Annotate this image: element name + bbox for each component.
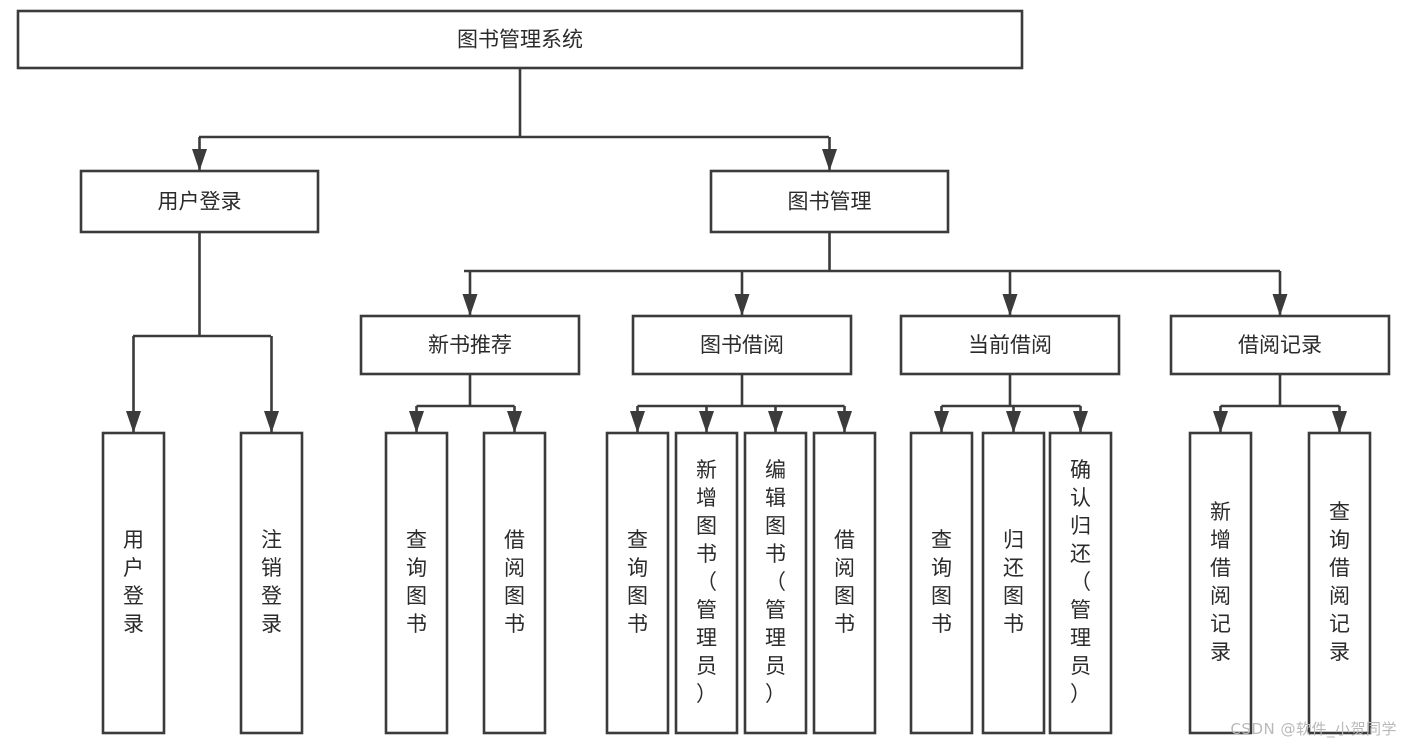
node-leaf-查询借阅记录[interactable]: 查询借阅记录	[1307, 431, 1372, 735]
node-leaf-用户登录[interactable]: 用户登录	[101, 431, 166, 735]
arrow-to-leaf-查询图书-icon	[630, 411, 645, 433]
node-leaf-借阅图书[interactable]: 借阅图书	[812, 431, 877, 735]
arrow-to-leaf-注销登录-icon	[264, 411, 279, 433]
node-leaf-借阅图书[interactable]: 借阅图书	[482, 431, 547, 735]
node-leaf-查询图书[interactable]: 查询图书	[384, 431, 449, 735]
node-label: 查询图书	[406, 528, 427, 636]
arrow-to-leaf-查询借阅记录-icon	[1332, 411, 1347, 433]
node-label: 图书管理系统	[457, 28, 583, 52]
node-rect[interactable]	[239, 431, 304, 735]
node-label: 查询借阅记录	[1329, 500, 1350, 664]
node-leaf-编辑图书管理员[interactable]: 编辑图书（管理员）	[743, 431, 808, 735]
node-label: 用户登录	[123, 528, 144, 636]
node-l3-新书推荐[interactable]: 新书推荐	[359, 314, 581, 376]
connector-links	[126, 68, 1347, 433]
node-leaf-新增图书管理员[interactable]: 新增图书（管理员）	[674, 431, 739, 735]
node-rect[interactable]	[359, 314, 581, 376]
node-rect[interactable]	[1188, 431, 1253, 735]
node-label: 新书推荐	[428, 333, 512, 357]
node-l3-当前借阅[interactable]: 当前借阅	[899, 314, 1121, 376]
arrow-to-leaf-用户登录-icon	[126, 411, 141, 433]
node-rect[interactable]	[812, 431, 877, 735]
arrow-to-leaf-借阅图书-icon	[507, 411, 522, 433]
node-label: 新增图书（管理员）	[696, 458, 717, 706]
node-leaf-查询图书[interactable]: 查询图书	[909, 431, 974, 735]
node-rect[interactable]	[909, 431, 974, 735]
node-rect[interactable]	[743, 431, 808, 735]
node-label: 确认归还（管理员）	[1070, 458, 1091, 706]
node-label: 用户登录	[158, 190, 242, 214]
arrow-to-用户登录-icon	[192, 149, 207, 171]
arrow-to-leaf-归还图书-icon	[1006, 411, 1021, 433]
arrow-to-当前借阅-icon	[1002, 294, 1018, 316]
node-boxes: 图书管理系统用户登录图书管理新书推荐图书借阅当前借阅借阅记录用户登录注销登录查询…	[16, 9, 1391, 735]
node-rect[interactable]	[709, 169, 950, 234]
node-label: 当前借阅	[968, 333, 1052, 357]
node-label: 借阅图书	[834, 528, 855, 636]
node-leaf-查询图书[interactable]: 查询图书	[605, 431, 670, 735]
node-root-图书管理系统[interactable]: 图书管理系统	[16, 9, 1024, 70]
node-rect[interactable]	[16, 9, 1024, 70]
node-rect[interactable]	[79, 169, 320, 234]
node-leaf-注销登录[interactable]: 注销登录	[239, 431, 304, 735]
node-label: 借阅记录	[1238, 333, 1322, 357]
arrow-to-新书推荐-icon	[462, 294, 478, 316]
node-rect[interactable]	[605, 431, 670, 735]
node-rect[interactable]	[101, 431, 166, 735]
node-l3-借阅记录[interactable]: 借阅记录	[1169, 314, 1391, 376]
node-rect[interactable]	[981, 431, 1046, 735]
node-l3-图书借阅[interactable]: 图书借阅	[631, 314, 853, 376]
node-rect[interactable]	[674, 431, 739, 735]
node-label: 归还图书	[1003, 528, 1024, 636]
node-label: 新增借阅记录	[1210, 500, 1231, 664]
arrow-to-leaf-编辑图书管理员-icon	[768, 411, 783, 433]
arrow-to-leaf-查询图书-icon	[409, 411, 424, 433]
node-label: 图书管理	[788, 190, 872, 214]
arrow-to-leaf-查询图书-icon	[934, 411, 949, 433]
node-rect[interactable]	[1307, 431, 1372, 735]
node-l2-图书管理[interactable]: 图书管理	[709, 169, 950, 234]
arrow-to-leaf-新增图书管理员-icon	[699, 411, 714, 433]
arrow-to-leaf-新增借阅记录-icon	[1213, 411, 1228, 433]
node-label: 查询图书	[627, 528, 648, 636]
node-leaf-新增借阅记录[interactable]: 新增借阅记录	[1188, 431, 1253, 735]
node-label: 编辑图书（管理员）	[765, 458, 786, 706]
node-label: 查询图书	[931, 528, 952, 636]
node-rect[interactable]	[482, 431, 547, 735]
csdn-watermark: CSDN @软件_小贺同学	[1230, 720, 1397, 738]
arrow-to-借阅记录-icon	[1272, 294, 1288, 316]
node-rect[interactable]	[899, 314, 1121, 376]
node-label: 注销登录	[261, 528, 282, 636]
arrow-to-图书管理-icon	[822, 149, 837, 171]
node-label: 借阅图书	[504, 528, 525, 636]
arrow-to-图书借阅-icon	[734, 294, 750, 316]
node-l2-用户登录[interactable]: 用户登录	[79, 169, 320, 234]
node-rect[interactable]	[631, 314, 853, 376]
node-rect[interactable]	[1048, 431, 1113, 735]
arrow-to-leaf-借阅图书-icon	[837, 411, 852, 433]
node-rect[interactable]	[384, 431, 449, 735]
arrow-to-leaf-确认归还管理员-icon	[1073, 411, 1088, 433]
node-rect[interactable]	[1169, 314, 1391, 376]
node-leaf-归还图书[interactable]: 归还图书	[981, 431, 1046, 735]
node-leaf-确认归还管理员[interactable]: 确认归还（管理员）	[1048, 431, 1113, 735]
node-label: 图书借阅	[700, 333, 784, 357]
